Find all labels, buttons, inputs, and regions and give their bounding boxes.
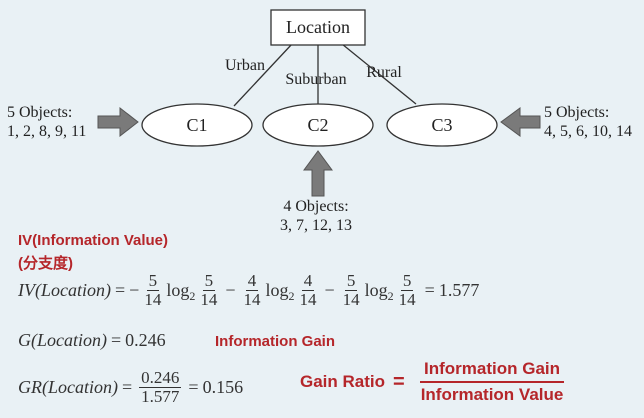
iv-chinese-label: (分支度) [18, 255, 73, 272]
edge-urban-line [233, 43, 293, 107]
objects-right: 5 Objects: 4, 5, 6, 10, 14 [544, 103, 632, 141]
gr-formula-arg: (Location) [42, 376, 118, 397]
gain-ratio-definition: Gain Ratio = Information Gain Informatio… [300, 359, 571, 405]
edge-label-rural: Rural [366, 64, 402, 81]
objects-left-title: 5 Objects: [7, 104, 73, 121]
iv-formula-arg: (Location) [35, 279, 111, 300]
arrow-left-icon [97, 106, 139, 138]
gain-ratio-denominator: Information Value [420, 385, 564, 404]
objects-right-list: 4, 5, 6, 10, 14 [544, 123, 632, 140]
gain-result: 0.246 [125, 330, 166, 350]
root-node-label: Location [286, 17, 350, 37]
objects-left-list: 1, 2, 8, 9, 11 [7, 123, 87, 140]
edge-rural-line [341, 43, 417, 105]
child-node-c3-label: C3 [431, 115, 452, 135]
gain-ratio-label: Gain Ratio [300, 372, 386, 391]
child-node-c1-label: C1 [186, 115, 207, 135]
decision-tree: Location Urban Suburban Rural C1 C2 C3 [97, 9, 541, 197]
child-node-c2-label: C2 [307, 115, 328, 135]
gain-ratio-fraction: Information Gain Information Value [417, 359, 568, 405]
edge-label-suburban: Suburban [285, 71, 346, 88]
objects-bottom: 4 Objects: 3, 7, 12, 13 [280, 197, 352, 235]
child-node-c1 [141, 103, 253, 147]
gain-formula: G (Location) = 0.246 [18, 330, 166, 350]
gr-result: 0.156 [202, 376, 244, 397]
gr-formula-lhs: GR [18, 376, 42, 397]
child-node-c2 [262, 103, 374, 147]
root-node [270, 9, 366, 46]
child-node-c3 [386, 103, 498, 147]
objects-bottom-list: 3, 7, 12, 13 [280, 217, 352, 234]
gain-formula-lhs: G [18, 330, 31, 350]
objects-right-title: 5 Objects: [544, 104, 610, 121]
arrow-right-icon [500, 107, 541, 137]
edge-label-urban: Urban [225, 57, 265, 74]
iv-formula-lhs: IV [18, 279, 35, 300]
info-gain-label: Information Gain [215, 333, 335, 350]
objects-left: 5 Objects: 1, 2, 8, 9, 11 [7, 103, 86, 141]
arrow-up-icon [303, 150, 333, 197]
iv-result: 1.577 [438, 279, 480, 300]
objects-bottom-title: 4 Objects: [283, 198, 349, 215]
gain-formula-arg: (Location) [31, 330, 107, 350]
gain-ratio-numerator: Information Gain [420, 359, 565, 383]
iv-title: IV(Information Value) [18, 232, 169, 249]
